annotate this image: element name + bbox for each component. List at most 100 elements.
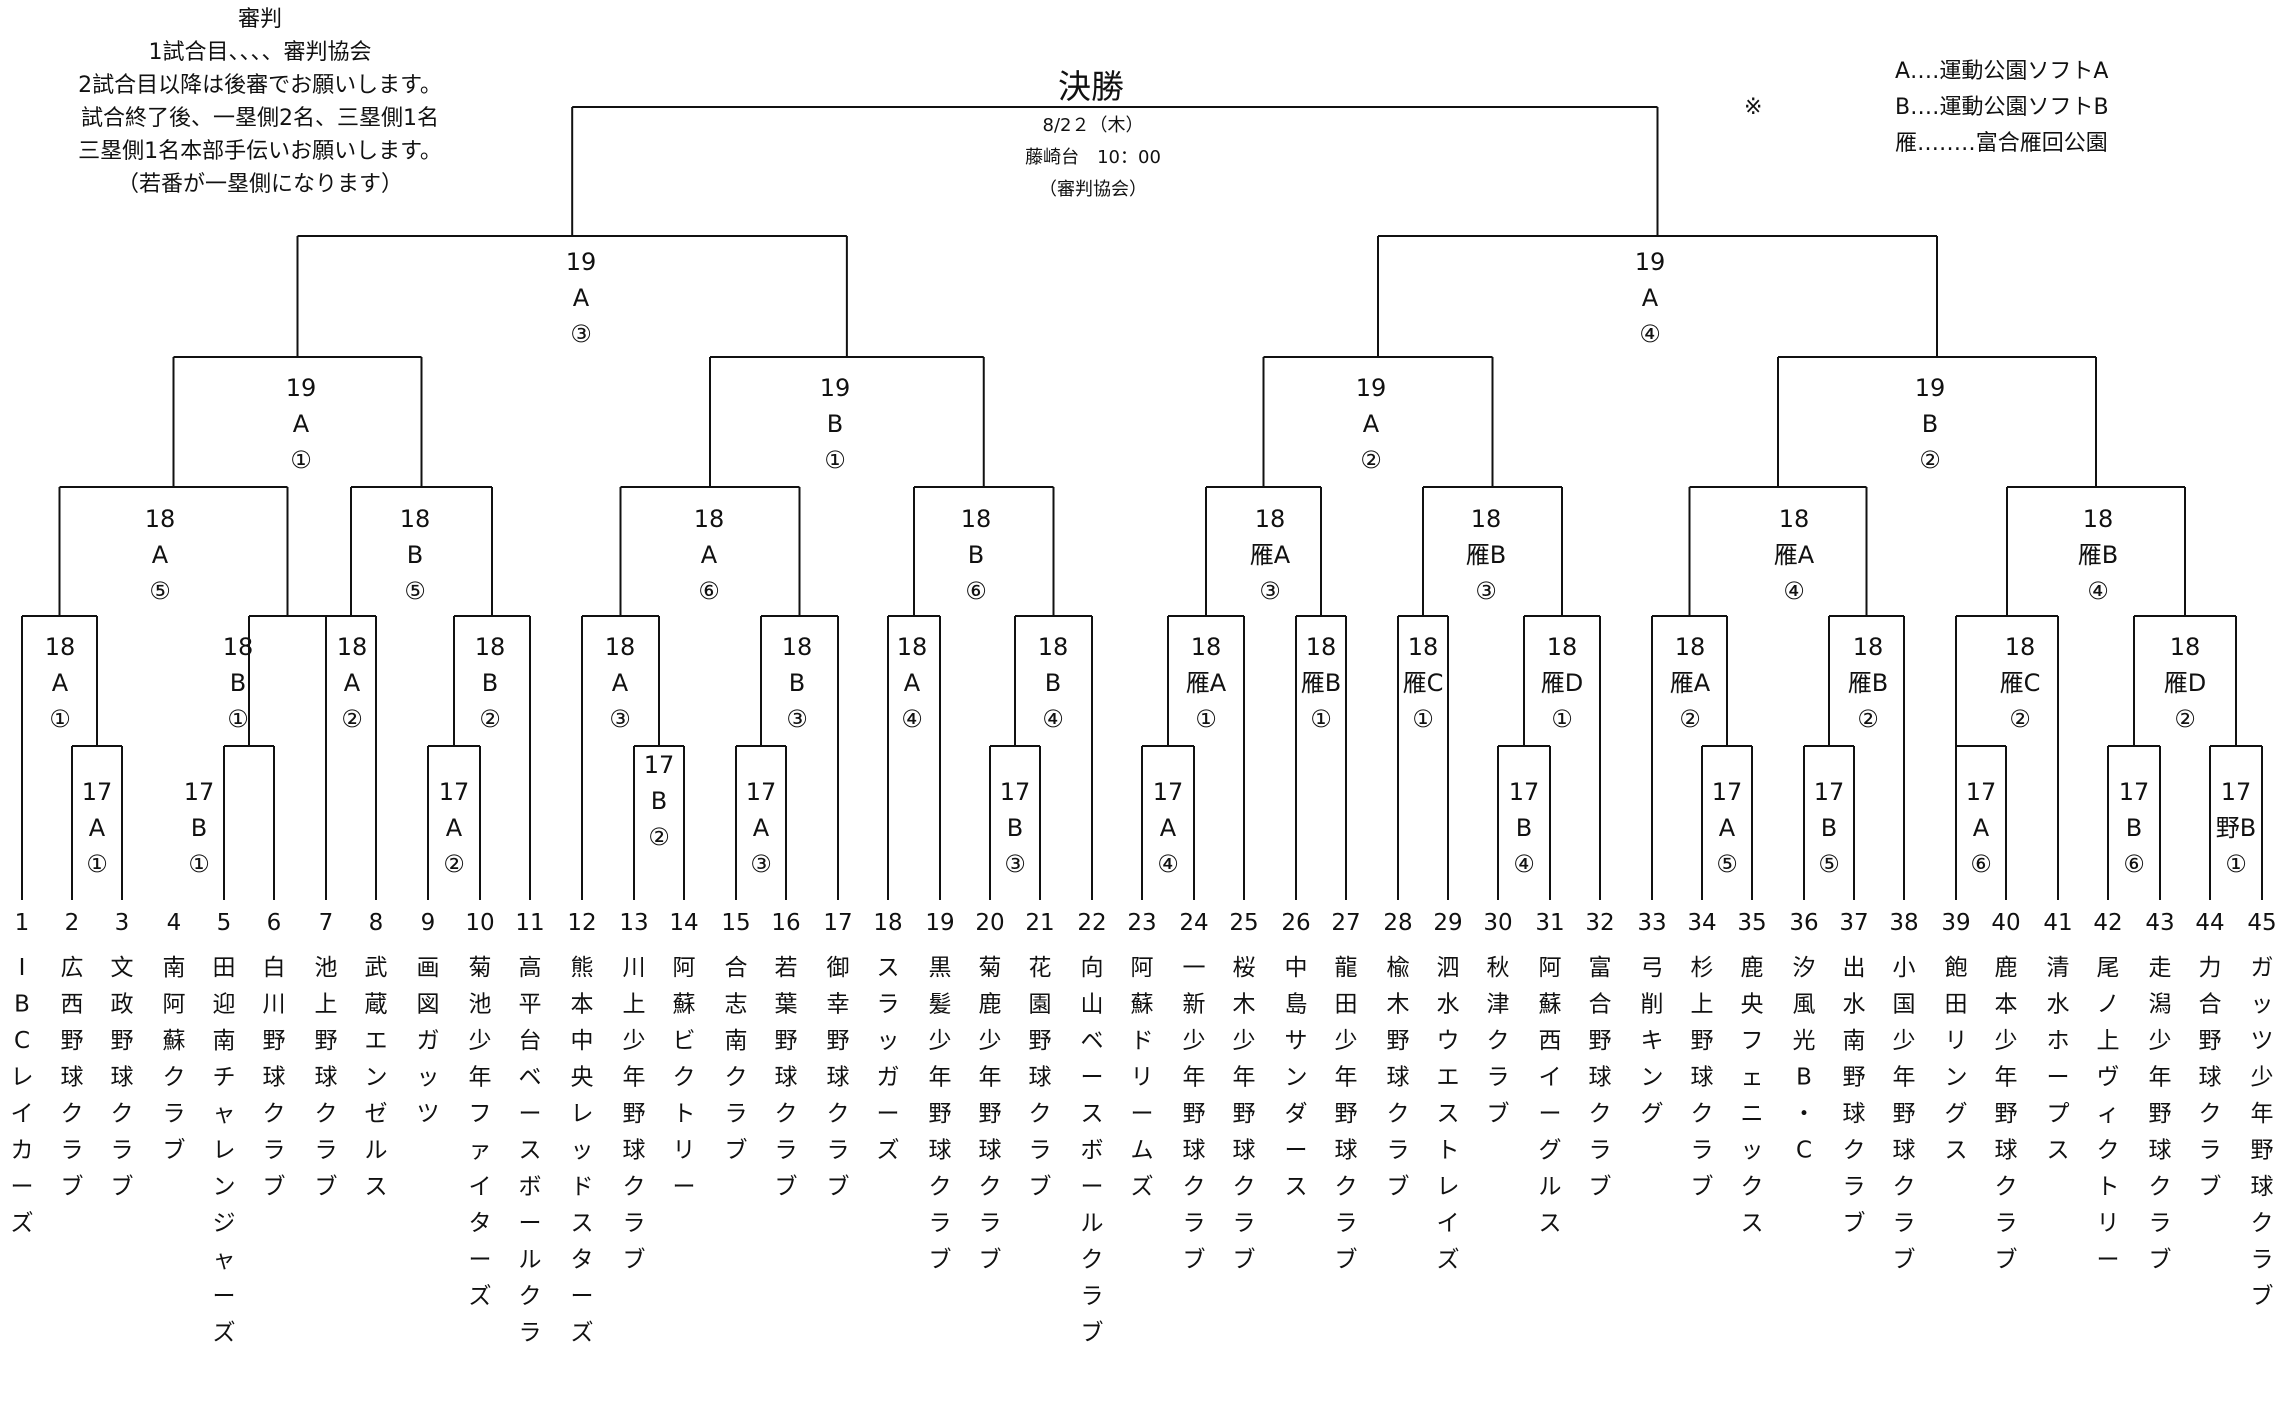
- match-game: ⑥: [698, 577, 720, 605]
- match-field: B: [1007, 814, 1023, 842]
- match-date: 17: [82, 778, 113, 806]
- match-date: 18: [782, 633, 813, 661]
- match-date: 17: [1509, 778, 1540, 806]
- team-number: 5: [217, 910, 232, 936]
- match-date: 18: [1038, 633, 1069, 661]
- team-name: 走潟少年野球クラブ: [2149, 955, 2172, 1273]
- match-game: ③: [570, 320, 592, 348]
- team-number: 17: [823, 910, 852, 936]
- match-date: 18: [400, 505, 431, 533]
- match-field: A: [52, 669, 69, 697]
- team-number: 13: [619, 910, 648, 936]
- team-name: 泗水ウエストレイズ: [1437, 955, 1460, 1273]
- match-date: 17: [439, 778, 470, 806]
- legend-item: B‥‥運動公園ソフトB: [1895, 95, 2109, 120]
- match-game: ②: [2009, 705, 2031, 733]
- referee-note-line: 審判: [237, 7, 282, 32]
- team-name: 出水南野球クラブ: [1843, 955, 1866, 1237]
- match-game: ④: [1783, 577, 1805, 605]
- team-number: 12: [567, 910, 596, 936]
- match-game: ①: [824, 446, 846, 474]
- match-game: ③: [750, 850, 772, 878]
- team-name: 阿蘇ドリームズ: [1131, 955, 1154, 1200]
- team-name: 飽田リングス: [1945, 955, 1968, 1164]
- match-date: 18: [1853, 633, 1884, 661]
- team-name: 中島サンダース: [1285, 955, 1308, 1200]
- team-name: 川上少年野球クラブ: [623, 955, 646, 1273]
- team-name: 南阿蘇クラブ: [163, 955, 186, 1164]
- team-name: 力合野球クラブ: [2199, 955, 2222, 1200]
- team-number: 2: [65, 910, 80, 936]
- match-field: B: [2126, 814, 2142, 842]
- team-number: 35: [1737, 910, 1766, 936]
- match-game: ②: [1857, 705, 1879, 733]
- match-game: ③: [786, 705, 808, 733]
- final-date: 8/2２（木）: [1042, 115, 1144, 136]
- match-date: 18: [694, 505, 725, 533]
- team-number: 25: [1229, 910, 1258, 936]
- team-number: 6: [267, 910, 282, 936]
- match-date: 18: [1779, 505, 1810, 533]
- match-game: ⑥: [2123, 850, 2145, 878]
- match-date: 18: [1255, 505, 1286, 533]
- team-number: 26: [1281, 910, 1310, 936]
- match-field: 雁B: [1848, 669, 1888, 697]
- team-number: 11: [515, 910, 544, 936]
- match-date: 18: [2170, 633, 2201, 661]
- referee-note-line: 三塁側1名本部手伝いお願いします。: [78, 139, 442, 164]
- match-game: ⑤: [149, 577, 171, 605]
- match-game: ②: [443, 850, 465, 878]
- match-date: 18: [2083, 505, 2114, 533]
- team-number: 7: [319, 910, 334, 936]
- match-field: B: [1045, 669, 1061, 697]
- match-field: 雁B: [1301, 669, 1341, 697]
- legend-item: 雁‥‥‥‥富合雁回公園: [1895, 131, 2108, 156]
- referee-note-line: 試合終了後、一塁側2名、三塁側1名: [81, 106, 439, 131]
- team-name: 合志南クラブ: [725, 955, 748, 1164]
- match-field: A: [344, 669, 361, 697]
- match-game: ②: [1679, 705, 1701, 733]
- match-field: A: [293, 410, 310, 438]
- match-date: 19: [1635, 248, 1666, 276]
- match-date: 17: [644, 751, 675, 779]
- match-game: ②: [479, 705, 501, 733]
- team-name: ガッツ少年野球クラブ: [2251, 955, 2274, 1310]
- match-date: 18: [1191, 633, 1222, 661]
- match-date: 18: [337, 633, 368, 661]
- match-date: 17: [184, 778, 215, 806]
- match-field: A: [701, 541, 718, 569]
- match-game: ①: [1551, 705, 1573, 733]
- match-field: B: [1516, 814, 1532, 842]
- match-date: 19: [566, 248, 597, 276]
- match-game: ②: [1360, 446, 1382, 474]
- match-date: 18: [1675, 633, 1706, 661]
- match-date: 19: [1356, 374, 1387, 402]
- match-field: B: [827, 410, 843, 438]
- match-game: ③: [1259, 577, 1281, 605]
- team-name: 楡木野球クラブ: [1387, 955, 1410, 1200]
- team-name: 秋津クラブ: [1487, 955, 1510, 1127]
- match-date: 18: [223, 633, 254, 661]
- team-name: 田迎南チャレンジャーズ: [213, 955, 236, 1346]
- team-name: 阿蘇西イーグルス: [1539, 955, 1562, 1237]
- team-number: 39: [1941, 910, 1970, 936]
- final-info: 8/2２（木） 藤崎台 10：00 （審判協会）: [943, 110, 1243, 206]
- match-game: ①: [1195, 705, 1217, 733]
- match-date: 18: [1408, 633, 1439, 661]
- match-date: 18: [1471, 505, 1502, 533]
- team-name: スラッガーズ: [877, 955, 900, 1164]
- team-number: 37: [1839, 910, 1868, 936]
- team-name: 菊鹿少年野球クラブ: [979, 955, 1002, 1273]
- match-game: ①: [49, 705, 71, 733]
- match-game: ①: [2225, 850, 2247, 878]
- team-number: 40: [1991, 910, 2020, 936]
- match-field: 野B: [2216, 814, 2256, 842]
- team-number: 31: [1535, 910, 1564, 936]
- team-number: 45: [2247, 910, 2276, 936]
- team-number: 1: [15, 910, 30, 936]
- match-field: A: [753, 814, 770, 842]
- match-game: ③: [609, 705, 631, 733]
